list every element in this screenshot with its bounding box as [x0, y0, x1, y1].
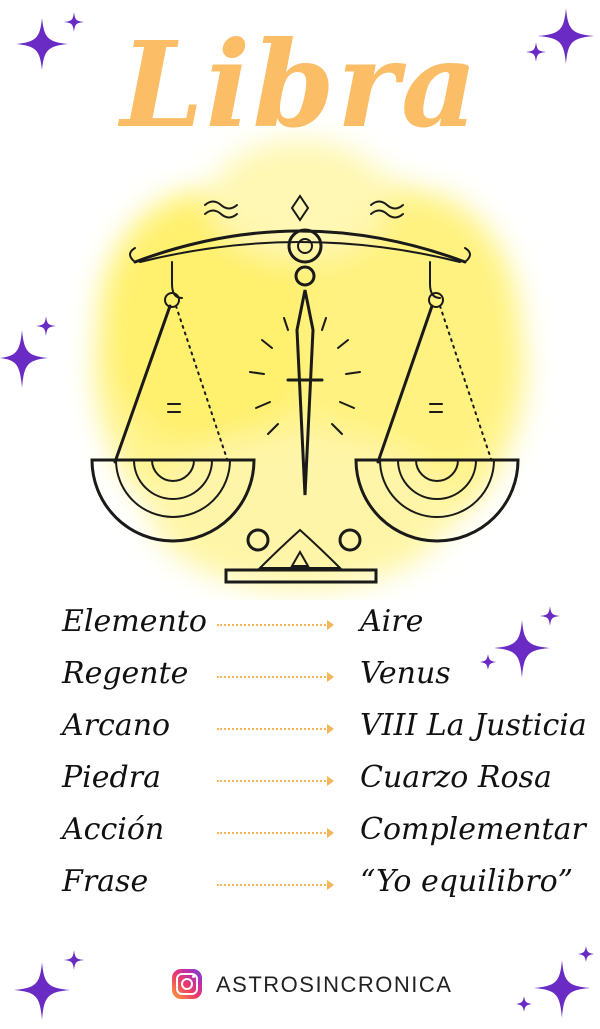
arrow-icon [327, 672, 334, 682]
leader-dots [217, 780, 329, 782]
arrow-icon [327, 620, 334, 630]
row-label: Frase [62, 864, 149, 899]
row-label: Arcano [62, 708, 171, 743]
instagram-flash [192, 975, 195, 978]
table-row: Acción Complementar [0, 806, 600, 858]
leader-dots [217, 832, 329, 834]
sparkle-icon [14, 950, 84, 1020]
instagram-frame [176, 973, 198, 995]
instagram-handle[interactable]: ASTROSINCRONICA [216, 972, 453, 997]
table-row: Arcano VIII La Justicia [0, 702, 600, 754]
table-row: Elemento Aire [0, 598, 600, 650]
arrow-icon [327, 724, 334, 734]
row-label: Acción [62, 812, 165, 847]
sparkle-icon [480, 606, 560, 678]
row-label: Elemento [62, 604, 207, 639]
leader-dots [217, 676, 329, 678]
row-label: Regente [62, 656, 189, 691]
arrow-icon [327, 880, 334, 890]
sparkle-icon [16, 12, 84, 70]
table-row: Regente Venus [0, 650, 600, 702]
instagram-lens [181, 978, 193, 990]
row-value: Aire [360, 604, 424, 639]
row-value: Venus [360, 656, 451, 691]
libra-scale-illustration [90, 140, 525, 590]
row-value: VIII La Justicia [360, 708, 587, 743]
leader-dots [217, 884, 329, 886]
arrow-icon [327, 828, 334, 838]
sparkle-icon [516, 946, 594, 1018]
leader-dots [217, 728, 329, 730]
page-title: Libra [120, 15, 480, 154]
row-label: Piedra [62, 760, 161, 795]
row-value: Cuarzo Rosa [360, 760, 552, 795]
row-value: Complementar [360, 812, 586, 847]
instagram-icon[interactable] [172, 969, 202, 999]
sparkle-icon [526, 8, 594, 64]
arrow-icon [327, 776, 334, 786]
footer: ASTROSINCRONICA [0, 966, 600, 1006]
sparkle-icon [0, 316, 56, 388]
table-row: Piedra Cuarzo Rosa [0, 754, 600, 806]
table-row: Frase “Yo equilibro” [0, 858, 600, 910]
leader-dots [217, 624, 329, 626]
row-value: “Yo equilibro” [360, 864, 573, 899]
